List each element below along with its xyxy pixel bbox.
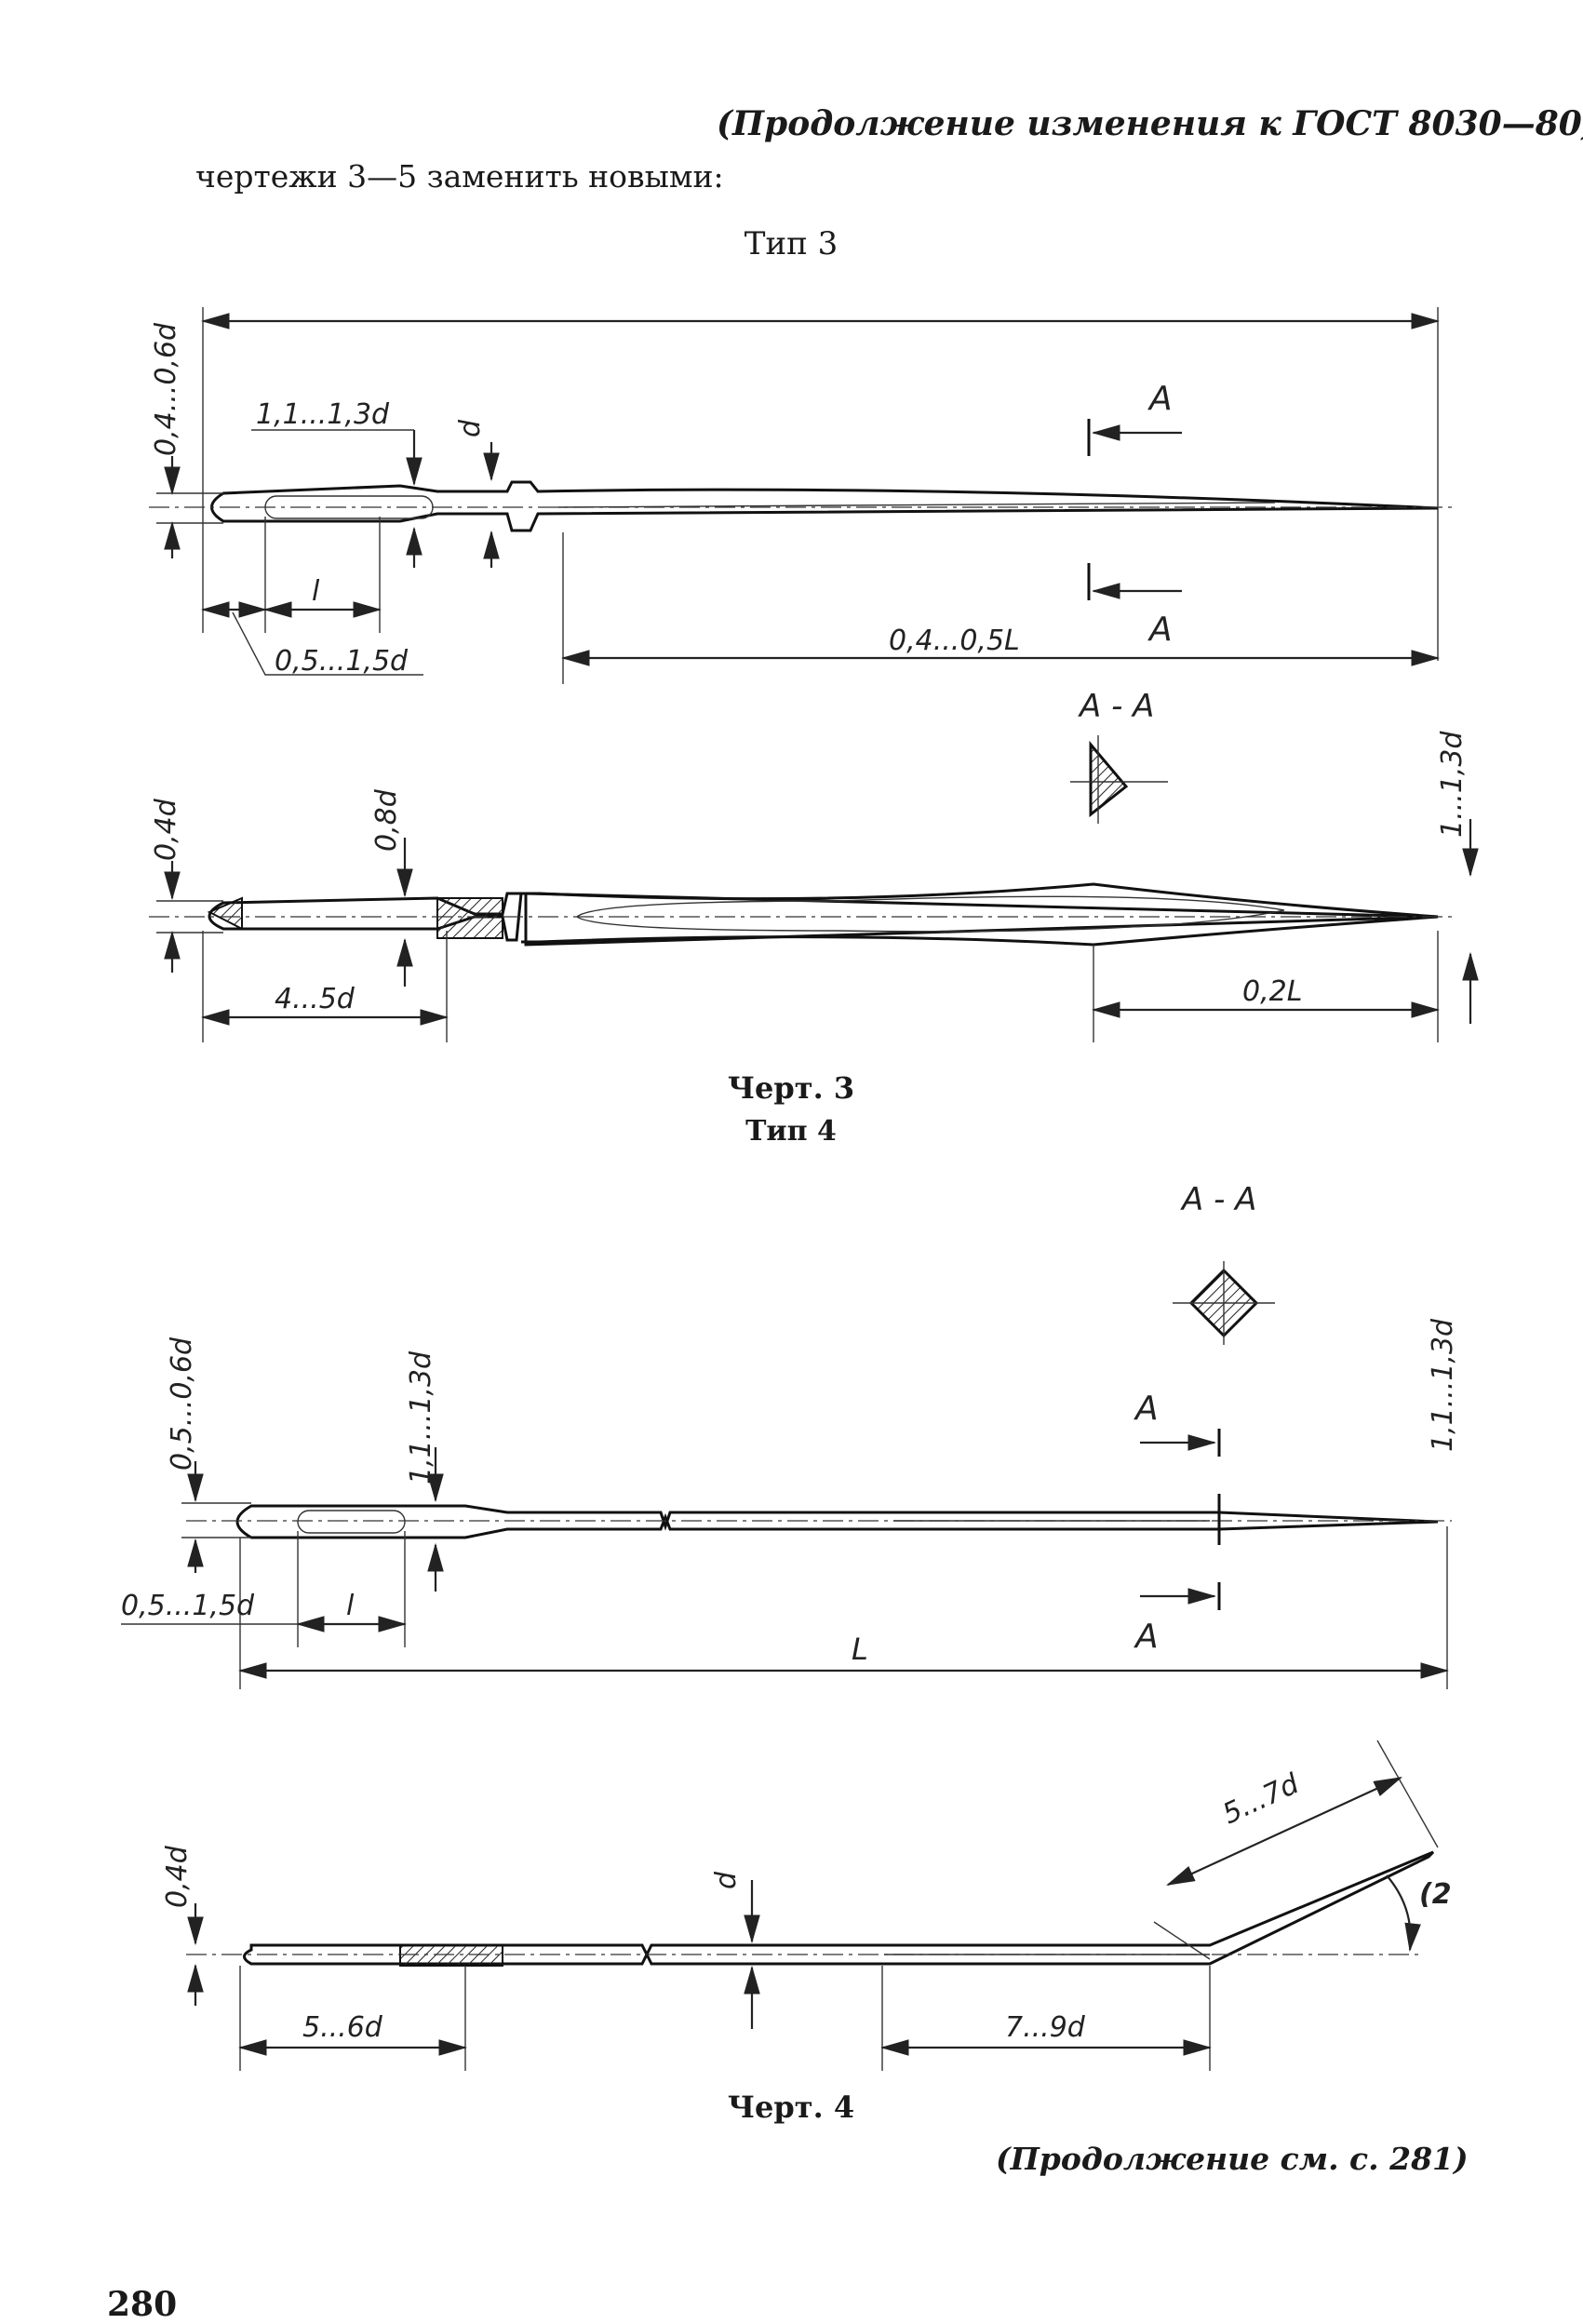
type3-side-0.2L: 0,2L bbox=[1242, 975, 1302, 1008]
continuation-footer: (Продолжение см. с. 281) bbox=[996, 2141, 1469, 2177]
type4-head-label: 0,5...0,6d bbox=[166, 1337, 198, 1471]
type3-needle-outline bbox=[210, 480, 1439, 532]
type4-needle-outline bbox=[235, 1504, 1439, 1539]
type3-d-label: d bbox=[454, 419, 487, 437]
figure4-caption: Черт. 4 bbox=[727, 2089, 855, 2125]
type3-l-label: l bbox=[312, 575, 320, 608]
type4-side-5-6d: 5...6d bbox=[302, 2011, 383, 2044]
type3-taper-label: 0,4...0,5L bbox=[889, 625, 1020, 657]
type4-side-angle: (2 bbox=[1419, 1878, 1452, 1911]
figure3-caption: Черт. 3 bbox=[727, 1070, 855, 1106]
type4-l-label: l bbox=[346, 1590, 355, 1622]
type3-end-label: 0,5...1,5d bbox=[275, 645, 409, 678]
type3-title: Тип 3 bbox=[744, 225, 838, 262]
type4-eye bbox=[297, 1510, 406, 1534]
continuation-header: (Продолжение изменения к ГОСТ 8030—80) bbox=[717, 104, 1583, 143]
type4-side-view: 0,4d d 5...6d 7...9d 5...7d (2 bbox=[161, 1740, 1452, 2071]
type4-tip-label: 1,1...1,3d bbox=[1427, 1318, 1459, 1452]
type3-shank-label: 1,1...1,3d bbox=[256, 398, 390, 431]
type4-side-7-9d: 7...9d bbox=[1005, 2011, 1086, 2044]
intro-text: чертежи 3—5 заменить новыми: bbox=[195, 158, 724, 195]
type3-side-0.4d: 0,4d bbox=[150, 798, 182, 861]
type3-top-view: 0,4...0,6d 1,1...1,3d d l 0,5...1,5d 0,4… bbox=[149, 307, 1452, 684]
type4-side-outline bbox=[243, 1850, 1435, 1966]
section-mark-bottom: A bbox=[1147, 611, 1173, 649]
type4-shank-label: 1,1...1,3d bbox=[405, 1350, 437, 1484]
type4-top-view: А - А 0,5...0,6d 1,1...1,3d A A 1,1...1,… bbox=[121, 1181, 1459, 1689]
type4-end-label: 0,5...1,5d bbox=[121, 1590, 255, 1622]
type4-side-5-7d: 5...7d bbox=[1218, 1767, 1305, 1831]
type4-side-0.4d: 0,4d bbox=[161, 1845, 194, 1908]
type4-section-mark-top: A bbox=[1134, 1390, 1159, 1428]
type4-title: Тип 4 bbox=[745, 1115, 837, 1148]
type3-section-title: А - А bbox=[1078, 688, 1154, 725]
type3-side-view: 0,4d 0,8d 4...5d 0,2L 1...1,3d bbox=[149, 731, 1479, 1042]
type4-side-d: d bbox=[710, 1871, 743, 1889]
type3-head-width-label: 0,4...0,6d bbox=[150, 322, 182, 456]
type3-side-4-5d: 4...5d bbox=[275, 983, 356, 1015]
section-mark-top: A bbox=[1147, 380, 1173, 418]
type3-section-aa: А - А bbox=[1070, 688, 1168, 824]
type4-section-mark-bottom: A bbox=[1134, 1618, 1159, 1656]
type3-side-tip: 1...1,3d bbox=[1436, 731, 1469, 838]
type3-side-0.8d: 0,8d bbox=[370, 788, 403, 852]
type4-L-label: L bbox=[852, 1632, 868, 1667]
type4-section-title: А - А bbox=[1180, 1181, 1256, 1218]
